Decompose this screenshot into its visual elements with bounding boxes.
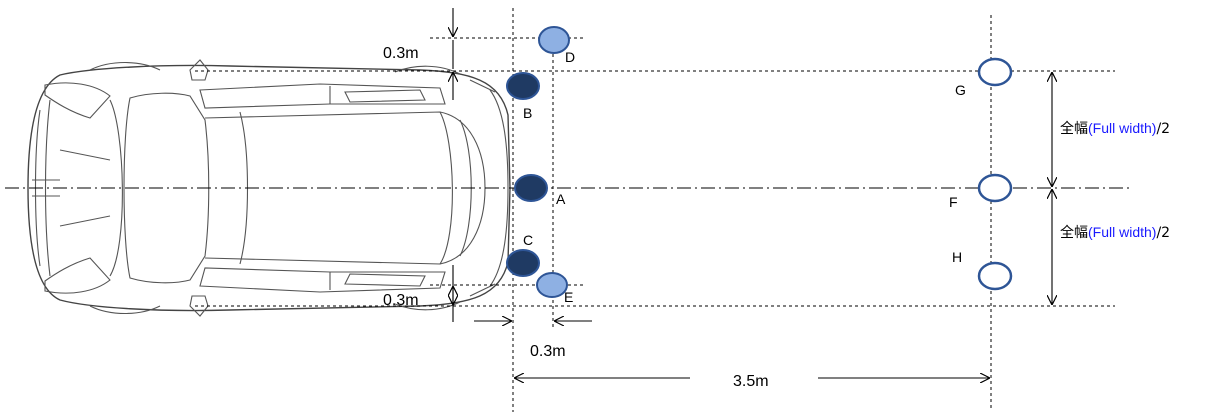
dim-bottom-offset: 0.3m — [383, 292, 419, 309]
marker-f — [977, 173, 1013, 203]
marker-h — [977, 261, 1013, 291]
marker-e — [536, 272, 568, 298]
label-h: H — [952, 249, 962, 265]
dim-distance: 3.5m — [733, 373, 769, 390]
full-width-upper: 全幅(Full width)/2 — [1060, 120, 1170, 137]
dim-top-offset: 0.3m — [383, 45, 419, 62]
full-width-lower: 全幅(Full width)/2 — [1060, 224, 1170, 241]
label-d: D — [565, 49, 575, 65]
label-b: B — [523, 105, 532, 121]
label-e: E — [564, 289, 573, 305]
marker-g — [977, 57, 1013, 87]
label-c: C — [523, 232, 533, 248]
label-f: F — [949, 194, 958, 210]
label-a: A — [556, 191, 566, 207]
marker-d — [538, 26, 570, 54]
dimension-arrows — [453, 8, 1052, 378]
reference-lines — [5, 8, 1130, 412]
marker-a — [514, 174, 548, 202]
markers — [506, 26, 1013, 298]
label-g: G — [955, 82, 966, 98]
dim-horizontal-offset: 0.3m — [530, 343, 566, 360]
marker-b — [506, 72, 540, 100]
marker-c — [506, 249, 540, 277]
